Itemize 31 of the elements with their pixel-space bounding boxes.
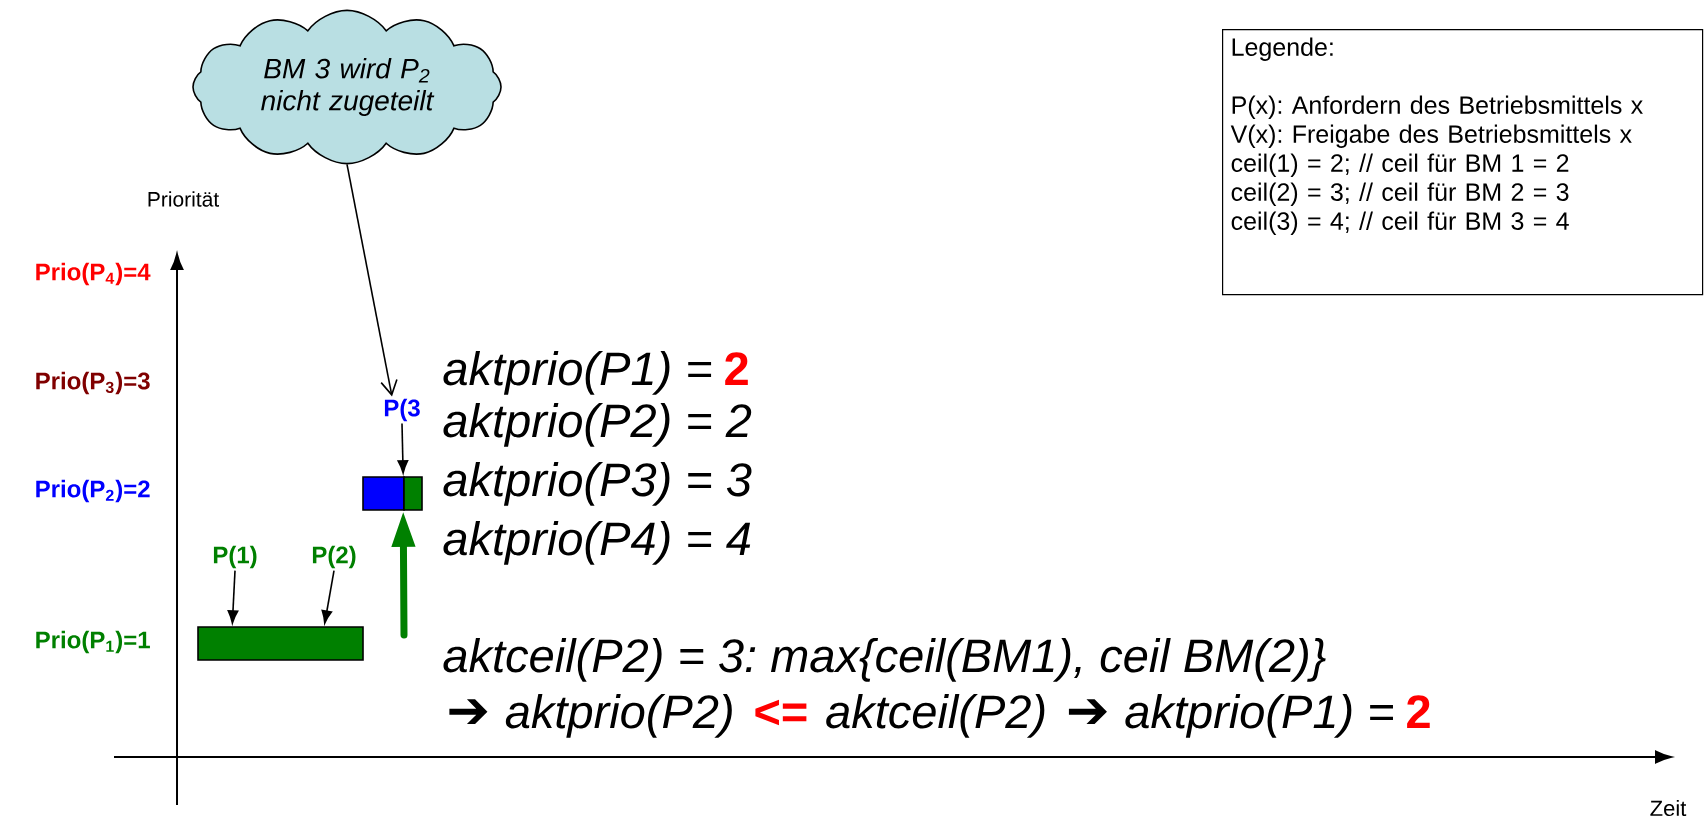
comparison-sign: <=	[755, 699, 807, 726]
formula-text: aktprio(P4) = 4	[443, 521, 751, 565]
timeline-bar	[403, 476, 423, 511]
arrow	[227, 569, 239, 624]
formula-text: aktceil(P2)	[826, 694, 1045, 738]
arrow-symbol: ➔	[1068, 699, 1107, 725]
highlighted-value: 2	[725, 352, 748, 385]
arrow	[346, 163, 398, 397]
request-label: P(3	[384, 398, 420, 422]
priority-label: Prio(P$_{2}$)=2	[36, 479, 150, 503]
axis-label: Zeit	[1650, 799, 1687, 817]
timeline-bar	[197, 626, 364, 661]
formula-text: aktprio(P1) =	[1125, 694, 1393, 738]
formula-text: aktprio(P1) =	[443, 351, 712, 395]
timeline-bar	[362, 476, 405, 511]
request-label: P(1)	[213, 545, 257, 569]
priority-label: Prio(P$_{3}$)=3	[36, 371, 150, 395]
legend-box: Legende: P(x): Anfordern des Betriebsmittels x V(x): Freigabe des Betriebsmittels x ceil(1) = 2; // ceil für BM 1 = 2 ceil(2) = 3; // ceil für BM 2 = 3 ceil(3) = 4; // ceil für BM 3 = 4	[1222, 29, 1704, 296]
highlighted-value: 2	[1407, 695, 1430, 728]
axis-label: Priorität	[148, 191, 219, 207]
arrow	[397, 422, 409, 474]
arrow-symbol: ➔	[449, 699, 488, 725]
formula-text: aktprio(P2)	[505, 694, 732, 738]
arrow	[321, 569, 335, 624]
request-label: P(2)	[312, 545, 356, 569]
formula-text: aktceil(P2) = 3: max{ceil(BM1), ceil BM(2)}	[443, 638, 1326, 682]
formula-text: aktprio(P3) = 3	[443, 462, 752, 506]
priority-label: Prio(P$_{1}$)=1	[36, 630, 150, 654]
priority-label: Prio(P$_{4}$)=4	[36, 262, 151, 286]
cloud-callout: BM 3 wird P$_{2}$ nicht zugeteilt	[192, 9, 502, 165]
formula-text: aktprio(P2) = 2	[443, 403, 752, 447]
